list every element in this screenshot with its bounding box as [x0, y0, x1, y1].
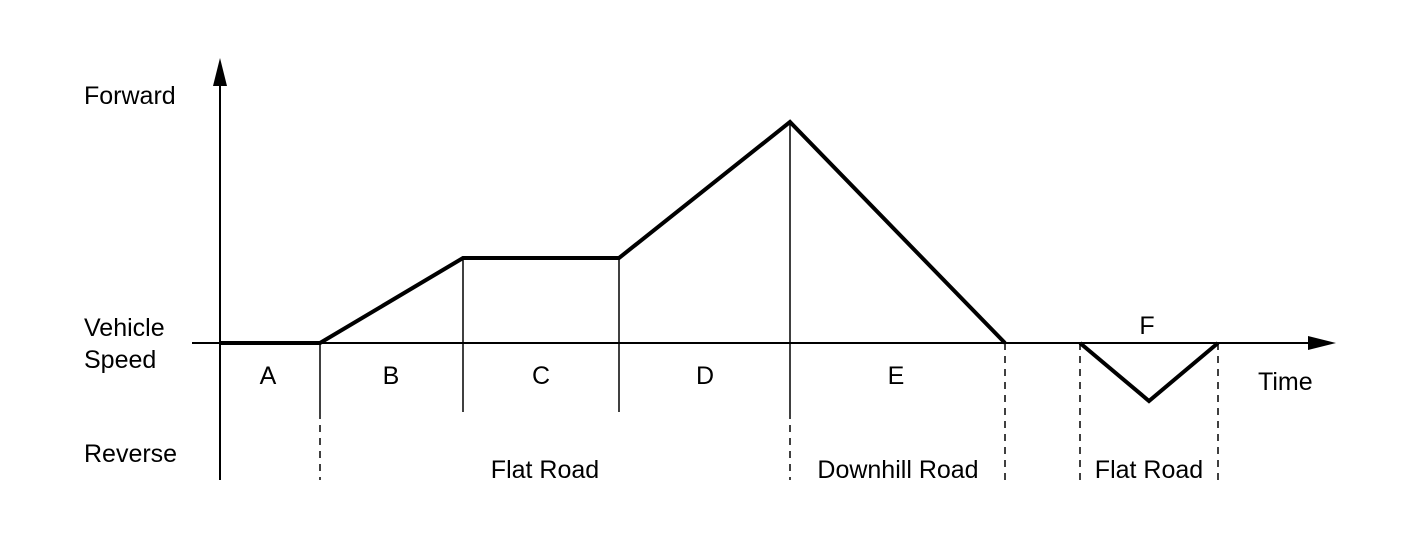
label-forward: Forward [84, 82, 176, 110]
phase-d: D [696, 362, 714, 390]
phase-c: C [532, 362, 550, 390]
label-speed: Speed [84, 346, 156, 374]
label-reverse: Reverse [84, 440, 177, 468]
speed-profile-reverse [1078, 341, 1220, 404]
road-flat-1: Flat Road [491, 456, 599, 484]
phase-f: F [1139, 312, 1154, 340]
phase-a: A [260, 362, 277, 390]
speed-profile-main [220, 119, 1007, 345]
road-flat-2: Flat Road [1095, 456, 1203, 484]
label-time: Time [1258, 368, 1313, 396]
road-downhill: Downhill Road [817, 456, 978, 484]
label-vehicle: Vehicle [84, 314, 165, 342]
phase-b: B [383, 362, 400, 390]
phase-e: E [888, 362, 905, 390]
x-axis-arrowhead [1308, 336, 1336, 350]
y-axis-arrowhead [213, 58, 227, 86]
